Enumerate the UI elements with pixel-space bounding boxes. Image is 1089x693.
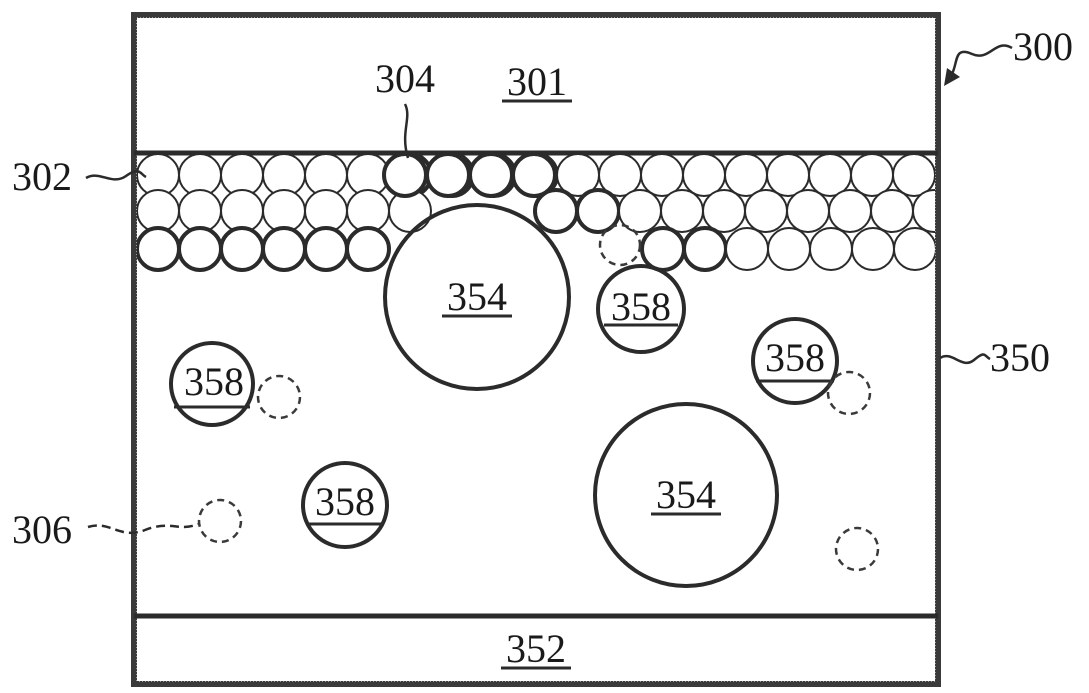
particle: [684, 228, 726, 270]
body-leader-line: [940, 354, 990, 362]
particle: [703, 190, 745, 232]
particle: [179, 228, 221, 270]
particle: [347, 228, 389, 270]
particle: [427, 154, 469, 196]
particle: [852, 228, 894, 270]
bottom-layer-label: 352: [506, 626, 566, 671]
particle: [305, 228, 347, 270]
particle: [913, 190, 955, 232]
particle: [726, 228, 768, 270]
device-arrowhead: [944, 68, 960, 86]
particle: [810, 228, 852, 270]
particle-leader-line: [405, 104, 408, 158]
device-leader-line: [952, 46, 1012, 74]
particle: [137, 228, 179, 270]
particle: [221, 228, 263, 270]
dashed-void: [600, 225, 640, 265]
particle: [871, 190, 913, 232]
particle: [263, 190, 305, 232]
particle-callout-label: 304: [375, 56, 435, 101]
dashed-void: [836, 528, 878, 570]
top-layer-label: 301: [507, 59, 567, 104]
void-leader-line: [88, 524, 198, 533]
particle-layer-callout-label: 302: [12, 154, 72, 199]
particle: [787, 190, 829, 232]
small-circle-label: 358: [611, 284, 671, 329]
particle: [768, 228, 810, 270]
small-circle-label: 358: [765, 335, 825, 380]
particle: [179, 190, 221, 232]
dashed-void: [199, 500, 241, 542]
small-circle-label: 358: [184, 359, 244, 404]
body-callout-label: 350: [990, 335, 1050, 380]
particle: [470, 154, 512, 196]
particle: [661, 190, 703, 232]
particle: [137, 190, 179, 232]
particle: [894, 228, 936, 270]
particle: [384, 154, 426, 196]
device-callout-label: 300: [1013, 24, 1073, 69]
particle: [347, 190, 389, 232]
particle: [221, 190, 263, 232]
particle: [263, 228, 305, 270]
particle: [829, 190, 871, 232]
void-callout-label: 306: [12, 507, 72, 552]
particle: [935, 154, 977, 196]
particle: [305, 190, 347, 232]
particle: [745, 190, 787, 232]
particle: [513, 154, 555, 196]
dashed-void: [258, 376, 300, 418]
large-circle-label: 354: [447, 274, 507, 319]
small-circle-label: 358: [315, 479, 375, 524]
large-circle-label: 354: [656, 472, 716, 517]
particle: [642, 228, 684, 270]
